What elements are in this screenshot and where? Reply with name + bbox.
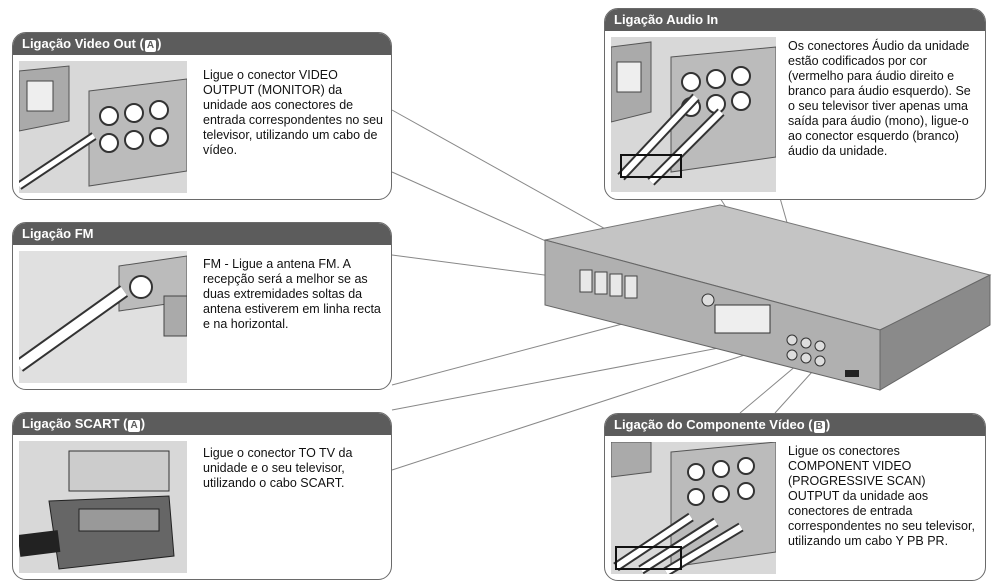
audio-in-description: Os conectores Áudio da unidade estão cod…	[788, 39, 971, 158]
video-out-description: Ligue o conector VIDEO OUTPUT (MONITOR) …	[203, 68, 383, 157]
panel-title: Ligação Audio In	[605, 9, 985, 31]
scart-illustration	[19, 441, 187, 573]
badge-a: A	[144, 40, 157, 52]
badge-a: A	[128, 420, 140, 432]
component-video-illustration	[611, 442, 776, 574]
panel-title: Ligação FM	[13, 223, 391, 245]
audio-in-illustration	[611, 37, 776, 192]
panel-title: Ligação Video Out (A)	[13, 33, 391, 55]
panel-title: Ligação do Componente Vídeo (B)	[605, 414, 985, 436]
component-video-description: Ligue os conectores COMPONENT VIDEO (PRO…	[788, 444, 975, 548]
panel-fm: Ligação FM FM - Ligue a antena FM. A rec…	[12, 222, 392, 390]
panel-video-out: Ligação Video Out (A) Ligue o conector V…	[12, 32, 392, 200]
video-out-illustration	[19, 61, 187, 193]
panel-scart: Ligação SCART (A) Ligue o conector TO TV…	[12, 412, 392, 580]
panel-component-video: Ligação do Componente Vídeo (B) Ligue os…	[604, 413, 986, 581]
panel-title: Ligação SCART (A)	[13, 413, 391, 435]
fm-description: FM - Ligue a antena FM. A recepção será …	[203, 257, 381, 331]
fm-antenna-illustration	[19, 251, 187, 383]
scart-description: Ligue o conector TO TV da unidade e o se…	[203, 446, 353, 490]
panel-audio-in: Ligação Audio In Os conectores Áudio da …	[604, 8, 986, 200]
dvd-unit-illustration	[544, 204, 992, 391]
badge-b: B	[813, 421, 825, 433]
